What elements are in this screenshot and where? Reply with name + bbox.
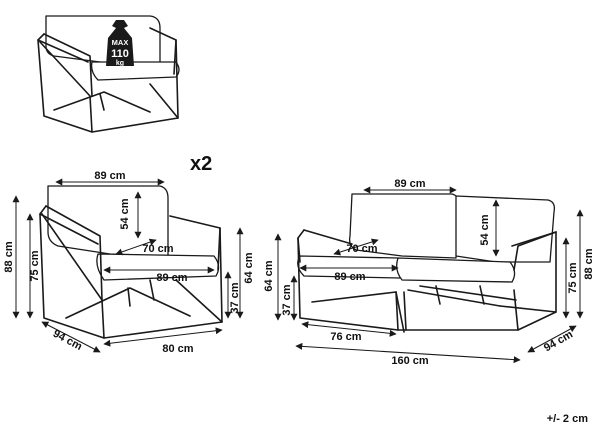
sofa-dimensioned xyxy=(297,193,557,333)
chair-dimensioned xyxy=(39,185,223,339)
sofa-back-width-label: 89 cm xyxy=(394,178,425,190)
sofa-back-height-label: 54 cm xyxy=(479,214,491,245)
sofa-dimension-lines xyxy=(274,186,584,364)
chair-seat-height-label: 37 cm xyxy=(229,282,241,313)
chair-back-height-label: 54 cm xyxy=(119,198,131,229)
chair-dimension-lines xyxy=(12,178,244,353)
sofa-seat-width-label: 89 cm xyxy=(334,271,365,283)
quantity-multiplier: x2 xyxy=(190,153,212,175)
max-load-label-2: 110 xyxy=(111,48,129,60)
tolerance-note: +/- 2 cm xyxy=(546,413,588,425)
chair-width-label: 80 cm xyxy=(162,343,193,355)
max-load-label-1: MAX xyxy=(112,38,129,47)
sofa-module-width-label: 76 cm xyxy=(330,331,361,343)
max-load-icon: MAX 110 kg xyxy=(106,20,134,67)
chair-seat-width-label: 89 cm xyxy=(156,272,187,284)
sofa-total-width-label: 160 cm xyxy=(391,355,429,367)
sofa-arm-height-label: 75 cm xyxy=(567,262,579,293)
chair-side-height-label: 64 cm xyxy=(243,252,255,283)
chair-arm-height-label: 75 cm xyxy=(29,250,41,281)
max-load-label-3: kg xyxy=(116,60,124,67)
chair-seat-depth-label: 70 cm xyxy=(142,243,173,255)
sofa-seat-height-label: 37 cm xyxy=(281,284,293,315)
sofa-total-height-label: 88 cm xyxy=(583,248,595,279)
chair-overview: MAX 110 kg xyxy=(37,15,180,133)
chair-depth-label: 94 cm xyxy=(51,328,84,353)
sofa-side-height-label: 64 cm xyxy=(263,260,275,291)
sofa-depth-label: 94 cm xyxy=(542,328,575,354)
chair-back-width-label: 89 cm xyxy=(94,170,125,182)
sofa-seat-depth-label: 70 cm xyxy=(346,243,377,255)
chair-total-height-label: 88 cm xyxy=(3,241,15,272)
